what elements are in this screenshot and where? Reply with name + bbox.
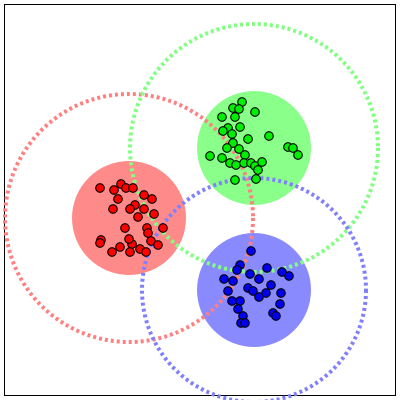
data-point	[266, 280, 276, 290]
data-point	[115, 242, 125, 252]
data-point	[120, 223, 130, 233]
data-point	[288, 143, 298, 153]
data-point	[231, 160, 241, 170]
data-point	[234, 144, 244, 154]
plot-frame	[4, 4, 396, 396]
data-point	[158, 223, 168, 233]
data-point	[218, 126, 228, 136]
data-point	[147, 194, 157, 204]
data-point	[113, 194, 123, 204]
data-point	[248, 286, 258, 296]
data-points	[95, 97, 303, 328]
data-point	[109, 185, 119, 195]
data-point	[293, 150, 303, 160]
data-point	[125, 247, 135, 257]
data-point	[262, 263, 272, 273]
data-point	[107, 247, 117, 257]
data-point	[243, 134, 253, 144]
data-point	[217, 112, 227, 122]
data-point	[246, 246, 256, 256]
data-point	[271, 311, 281, 321]
data-point	[124, 234, 134, 244]
data-point	[128, 183, 138, 193]
data-point	[95, 238, 105, 248]
data-point	[234, 104, 244, 114]
data-point	[125, 204, 135, 214]
data-point	[250, 107, 260, 117]
data-point	[95, 183, 105, 193]
data-point	[264, 131, 274, 141]
data-point	[254, 274, 264, 284]
data-point	[139, 204, 149, 214]
data-point	[205, 151, 215, 161]
data-point	[139, 190, 149, 200]
data-point	[235, 296, 245, 306]
data-point	[222, 143, 232, 153]
cluster-ring-2	[140, 176, 368, 400]
cluster-ring-0	[3, 92, 255, 344]
data-point	[141, 247, 151, 257]
data-point	[232, 265, 242, 275]
data-point	[228, 276, 238, 286]
data-point	[230, 112, 240, 122]
data-point	[257, 157, 267, 167]
data-point	[223, 286, 233, 296]
data-point	[235, 122, 245, 132]
data-point	[230, 175, 240, 185]
cluster-core-0	[72, 161, 186, 275]
data-point	[240, 150, 250, 160]
data-point	[133, 212, 143, 222]
data-point	[254, 292, 264, 302]
data-point	[143, 228, 153, 238]
data-point	[153, 240, 163, 250]
data-point	[276, 288, 286, 298]
data-point	[245, 269, 255, 279]
data-point	[217, 153, 227, 163]
data-point	[233, 304, 243, 314]
data-point	[240, 318, 250, 328]
data-point	[275, 299, 285, 309]
data-point	[284, 271, 294, 281]
data-point	[251, 174, 261, 184]
data-point	[108, 204, 118, 214]
data-point	[253, 165, 263, 175]
data-point	[219, 274, 229, 284]
data-point	[227, 296, 237, 306]
data-point	[149, 209, 159, 219]
data-point	[227, 129, 237, 139]
